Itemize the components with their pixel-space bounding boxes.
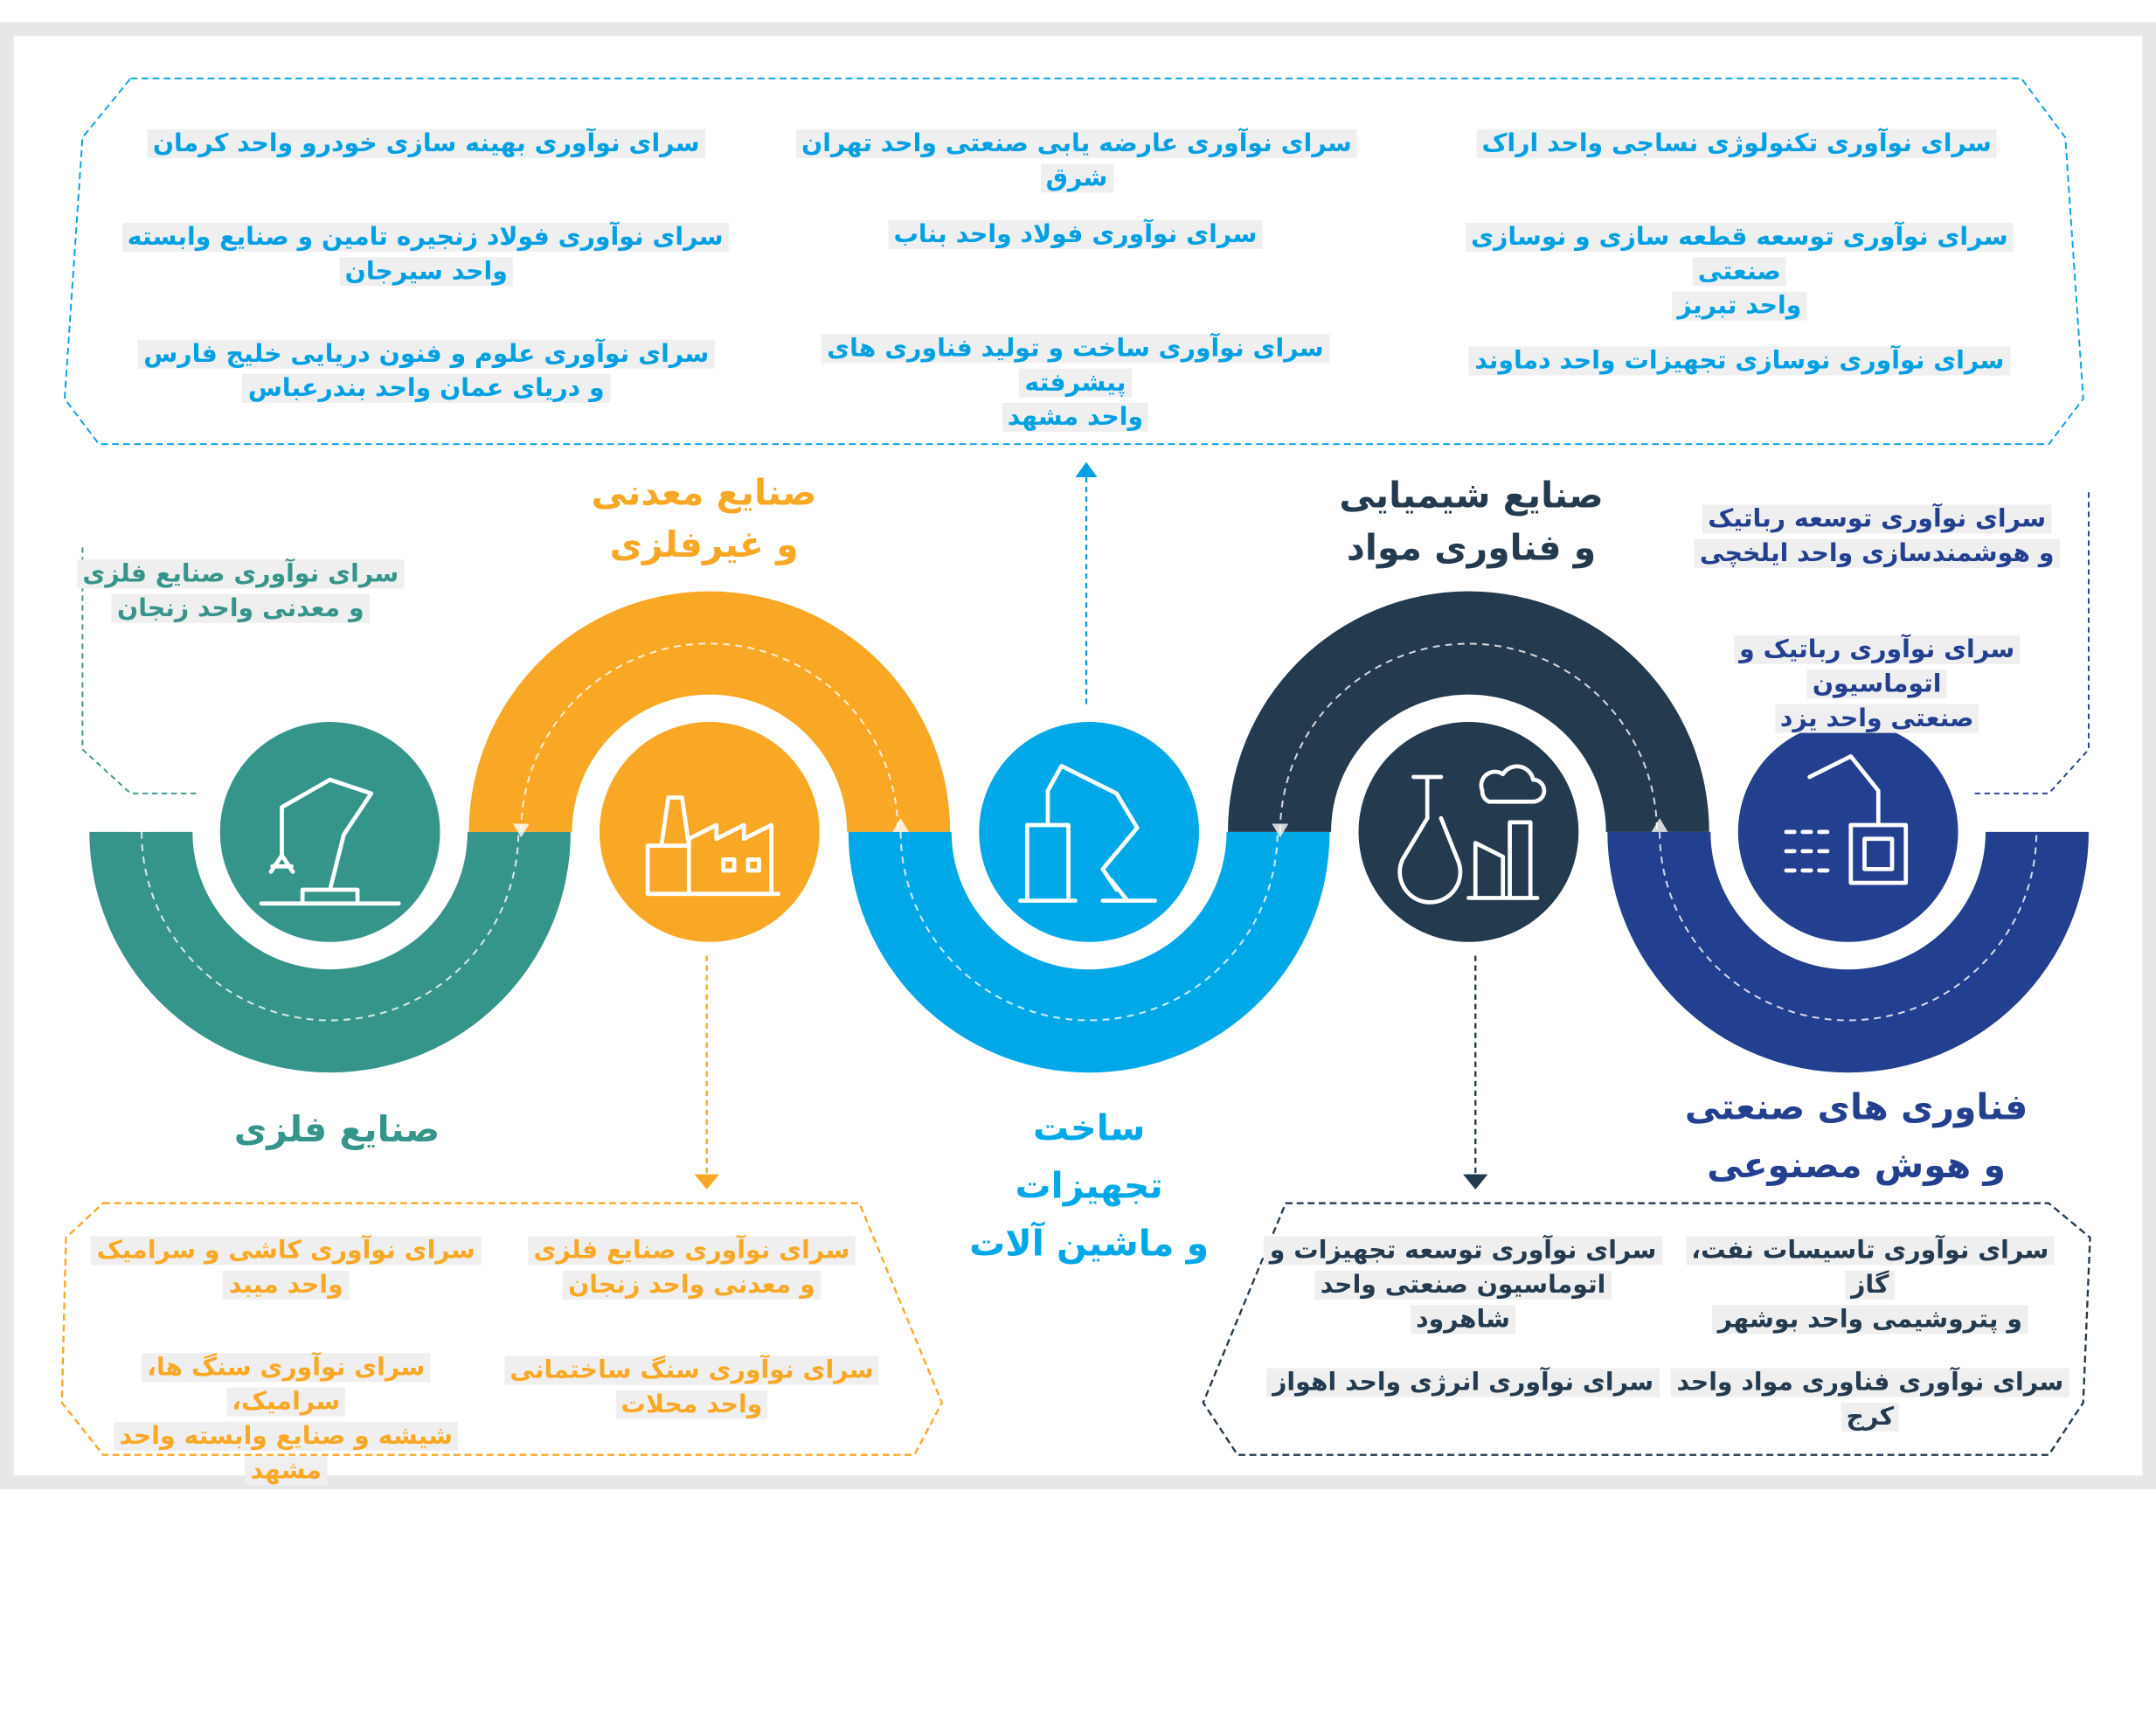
top-item: سرای نوآوری علوم و فنون دریایی خلیج فارس… bbox=[124, 336, 729, 406]
industrial-robot-icon bbox=[1018, 764, 1158, 903]
chemical-item-text: سرای نوآوری توسعه تجهیزات و اتوماسیون صن… bbox=[1264, 1236, 1662, 1335]
mineral-item-text: سرای نوآوری کاشی و سرامیک واحد میبد bbox=[91, 1236, 482, 1300]
label-machinery: ساخت تجهیزات و ماشین آلات bbox=[969, 1108, 1210, 1266]
robot-chip-icon bbox=[1784, 754, 1909, 885]
ring-arrow-icon bbox=[892, 818, 910, 832]
top-item: سرای نوآوری فولاد زنجیره تامین و صنایع و… bbox=[121, 220, 729, 289]
top-item-text: سرای نوآوری فولاد زنجیره تامین و صنایع و… bbox=[121, 222, 729, 287]
top-box-border bbox=[63, 77, 2084, 446]
mineral-item: سرای نوآوری کاشی و سرامیک واحد میبد bbox=[87, 1233, 485, 1302]
chemical-item-text: سرای نوآوری انرژی واحد اهواز bbox=[1266, 1368, 1660, 1398]
bottom-left-box-border bbox=[60, 1202, 944, 1456]
chemical-item-text: سرای نوآوری فناوری مواد واحد کرج bbox=[1671, 1368, 2069, 1432]
chemical-item: سرای نوآوری توسعه تجهیزات و اتوماسیون صن… bbox=[1264, 1233, 1662, 1336]
ring-machinery bbox=[848, 831, 1330, 1073]
mineral-item: سرای نوآوری صنایع فلزی و معدنی واحد زنجا… bbox=[492, 1233, 891, 1302]
mineral-item: سرای نوآوری سنگ ساختمانی واحد محلات bbox=[492, 1353, 891, 1422]
ring-arrow-icon bbox=[1651, 818, 1668, 832]
right-connector bbox=[1972, 492, 2090, 794]
label-industrial-ai: فناوری های صنعتی و هوش مصنوعی bbox=[1684, 1087, 2028, 1187]
mineral-item: سرای نوآوری سنگ ها، سرامیک، شیشه و صنایع… bbox=[87, 1350, 485, 1488]
robot-arm-welding-icon bbox=[259, 777, 401, 906]
metal-item: سرای نوآوری صنایع فلزی و معدنی واحد زنجا… bbox=[62, 557, 419, 626]
ring-arrow-icon bbox=[133, 818, 150, 832]
chemical-plant-icon bbox=[1397, 764, 1547, 905]
icon-glyph bbox=[1397, 764, 1547, 905]
top-item-text: سرای نوآوری توسعه قطعه سازی و نوسازی صنع… bbox=[1465, 222, 2014, 321]
icon-glyph bbox=[1018, 764, 1158, 903]
factory-icon bbox=[645, 795, 780, 897]
mineral-item-text: سرای نوآوری سنگ ساختمانی واحد محلات bbox=[503, 1356, 879, 1419]
top-item: سرای نوآوری تکنولوژی نساجی واحد اراک bbox=[1434, 127, 2039, 161]
orange-arrow-head bbox=[694, 1174, 719, 1189]
ring-mineral bbox=[468, 591, 951, 832]
ai-item-text: سرای نوآوری توسعه رباتیک و هوشمندسازی وا… bbox=[1694, 504, 2060, 568]
ai-item: سرای نوآوری توسعه رباتیک و هوشمندسازی وا… bbox=[1678, 502, 2076, 571]
icon-glyph bbox=[259, 777, 401, 906]
top-item-text: سرای نوآوری ساخت و تولید فناوری های پیشر… bbox=[821, 334, 1329, 433]
chemical-item: سرای نوآوری انرژی واحد اهواز bbox=[1264, 1365, 1662, 1399]
ring-dashed-path bbox=[1659, 831, 2038, 1022]
bottom-right-box-border bbox=[1202, 1202, 2091, 1456]
top-item-text: سرای نوآوری عارضه یابی صنعتی واحد تهران … bbox=[795, 129, 1358, 193]
icon-circle-metal bbox=[219, 722, 440, 942]
label-mineral-industries: صنایع معدنی و غیرفلزی bbox=[591, 473, 817, 567]
mineral-item-text: سرای نوآوری صنایع فلزی و معدنی واحد زنجا… bbox=[528, 1236, 856, 1300]
ring-dashed-path bbox=[1279, 642, 1658, 832]
top-item: سرای نوآوری عارضه یابی صنعتی واحد تهران … bbox=[774, 127, 1379, 196]
mineral-item-text: سرای نوآوری سنگ ها، سرامیک، شیشه و صنایع… bbox=[114, 1353, 459, 1486]
chemical-item: سرای نوآوری فناوری مواد واحد کرج bbox=[1671, 1365, 2069, 1434]
ring-dashed-path bbox=[899, 831, 1279, 1022]
ring-dashed-path bbox=[520, 642, 899, 832]
top-item-text: سرای نوآوری فولاد واحد بناب bbox=[888, 219, 1263, 249]
top-item-text: سرای نوآوری تکنولوژی نساجی واحد اراک bbox=[1476, 129, 1998, 158]
up-arrow-head bbox=[1075, 461, 1098, 477]
top-item: سرای نوآوری فولاد واحد بناب bbox=[773, 218, 1377, 252]
metal-item-text: سرای نوآوری صنایع فلزی و معدنی واحد زنجا… bbox=[77, 559, 405, 623]
ring-dashed-path bbox=[141, 831, 520, 1022]
top-item: سرای نوآوری ساخت و تولید فناوری های پیشر… bbox=[773, 331, 1377, 434]
chemical-item: سرای نوآوری تاسیسات نفت، گاز و پتروشیمی … bbox=[1671, 1233, 2069, 1336]
icon-glyph bbox=[645, 795, 780, 897]
top-item: سرای نوآوری نوسازی تجهیزات واحد دماوند bbox=[1437, 343, 2042, 378]
top-item: سرای نوآوری بهینه سازی خودرو واحد کرمان bbox=[124, 127, 729, 161]
ai-item-text: سرای نوآوری رباتیک و اتوماسیون صنعتی واح… bbox=[1733, 635, 2021, 733]
top-item-text: سرای نوآوری علوم و فنون دریایی خلیج فارس… bbox=[137, 339, 715, 404]
navy-arrow-head bbox=[1463, 1174, 1488, 1189]
ai-item: سرای نوآوری رباتیک و اتوماسیون صنعتی واح… bbox=[1678, 633, 2076, 736]
ring-ai bbox=[1607, 831, 2089, 1073]
ring-chemical bbox=[1228, 591, 1709, 832]
icon-circle-ai bbox=[1737, 722, 1958, 942]
ring-arrow-icon bbox=[512, 823, 530, 838]
icon-glyph bbox=[1784, 754, 1909, 885]
top-item-text: سرای نوآوری بهینه سازی خودرو واحد کرمان bbox=[147, 129, 705, 158]
ring-metal bbox=[89, 831, 571, 1073]
icon-circle-machinery bbox=[979, 722, 1200, 942]
label-metal-industries: صنایع فلزی bbox=[233, 1109, 440, 1151]
top-item-text: سرای نوآوری نوسازی تجهیزات واحد دماوند bbox=[1469, 346, 2010, 376]
label-chemical: صنایع شیمیایی و فناوری مواد bbox=[1339, 475, 1604, 570]
chemical-item-text: سرای نوآوری تاسیسات نفت، گاز و پتروشیمی … bbox=[1686, 1236, 2055, 1335]
icon-circle-mineral bbox=[600, 722, 820, 942]
left-connector bbox=[81, 547, 200, 794]
ring-arrow-icon bbox=[1272, 823, 1289, 838]
top-item: سرای نوآوری توسعه قطعه سازی و نوسازی صنع… bbox=[1437, 220, 2042, 323]
icon-circle-chemical bbox=[1358, 722, 1579, 942]
